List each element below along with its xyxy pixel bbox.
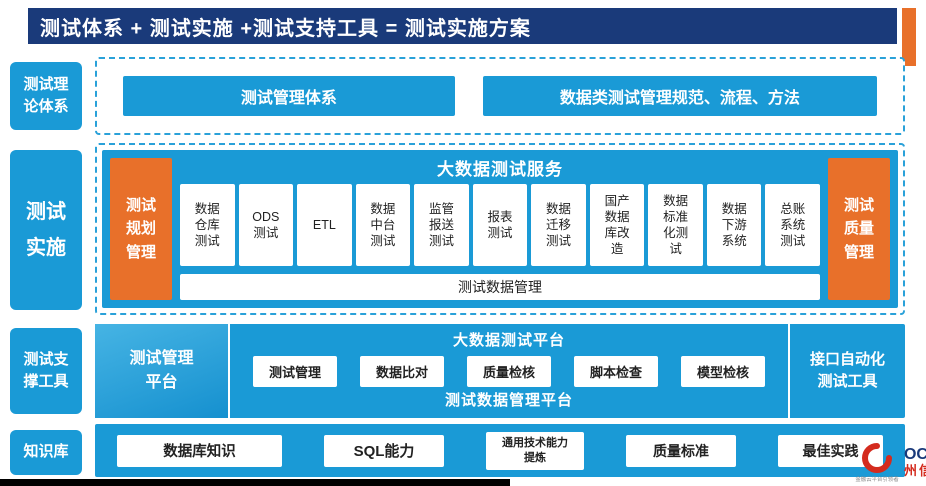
service-box: 数据中台测试: [355, 184, 411, 266]
bigdata-test-services: 大数据测试服务 数据仓库测试 ODS测试 ETL 数据中台测试 监管报送测试 报…: [180, 158, 821, 300]
test-data-management-bar: 测试数据管理: [180, 274, 820, 300]
platform-tool-box: 质量检核: [466, 355, 551, 387]
service-box: 监管报送测试: [414, 184, 469, 266]
logo-en-text: OCI: [903, 445, 926, 463]
service-box-row: 数据仓库测试 ODS测试 ETL 数据中台测试 监管报送测试 报表测试 数据迁移…: [180, 184, 821, 266]
quality-management-box: 测试质量管理: [828, 158, 890, 300]
sidebar-label-tools-text: 测试支撑工具: [23, 350, 69, 391]
service-box: 报表测试: [472, 184, 528, 266]
sidebar-label-implementation: 测试实施: [10, 150, 82, 310]
planning-management-box: 测试规划管理: [110, 158, 172, 300]
knowledge-box: 质量标准: [626, 434, 736, 467]
test-data-management-platform-bar: 测试数据管理平台: [444, 392, 573, 409]
sidebar-label-theory-text: 测试理论体系: [23, 75, 69, 116]
service-box: 数据标准化测试: [648, 184, 703, 266]
knowledge-section: 数据库知识 SQL能力 通用技术能力提炼 质量标准 最佳实践: [95, 424, 905, 477]
platform-tool-box: 模型检核: [680, 355, 765, 387]
logo-text-column: OCI 州信: [904, 446, 926, 483]
service-box: 数据迁移测试: [531, 184, 586, 266]
service-box: 数据下游系统: [706, 184, 762, 266]
knowledge-box: 通用技术能力提炼: [486, 431, 584, 470]
logo-tagline: 金融云平台引领者: [855, 477, 899, 483]
logo-swirl-icon: [862, 443, 892, 473]
platform-tool-box: 脚本检查: [573, 355, 658, 387]
api-automation-tools-text: 接口自动化测试工具: [809, 350, 885, 391]
decor-bottom-bar: [0, 479, 510, 486]
theory-box-management-system: 测试管理体系: [123, 76, 455, 116]
implementation-panel: 测试规划管理 大数据测试服务 数据仓库测试 ODS测试 ETL 数据中台测试 监…: [102, 150, 898, 308]
bigdata-test-platform: 大数据测试平台 测试管理 数据比对 质量检核 脚本检查 模型检核 测试数据管理平…: [230, 324, 790, 418]
page-title: 测试体系 + 测试实施 +测试支持工具 = 测试实施方案: [40, 17, 531, 40]
logo-cn-text: 州信: [903, 463, 926, 479]
service-box: ODS测试: [238, 184, 294, 266]
test-management-platform-box: 测试管理平台: [95, 324, 230, 418]
sidebar-label-tools: 测试支撑工具: [10, 328, 82, 414]
knowledge-box: 数据库知识: [117, 434, 282, 467]
sidebar-label-theory: 测试理论体系: [10, 62, 82, 130]
theory-section: 测试管理体系 数据类测试管理规范、流程、方法: [95, 57, 905, 135]
tools-section: 测试管理平台 大数据测试平台 测试管理 数据比对 质量检核 脚本检查 模型检核 …: [95, 324, 905, 418]
platform-tool-box: 数据比对: [359, 355, 444, 387]
service-box: ETL: [297, 184, 352, 266]
service-box: 国产数据库改造: [589, 184, 645, 266]
platform-tools-row: 测试管理 数据比对 质量检核 脚本检查 模型检核: [240, 352, 778, 390]
test-management-platform-text: 测试管理平台: [129, 350, 194, 391]
api-automation-tools-box: 接口自动化测试工具: [790, 324, 905, 418]
platform-tool-box: 测试管理: [252, 355, 337, 387]
logo-mark-column: 金融云平台引领者: [853, 442, 901, 483]
sidebar-label-knowledge: 知识库: [10, 430, 82, 475]
company-logo: 金融云平台引领者 OCI 州信: [853, 442, 926, 483]
service-box: 总账系统测试: [765, 184, 821, 266]
bigdata-test-platform-title: 大数据测试平台: [452, 332, 565, 349]
title-bar: 测试体系 + 测试实施 +测试支持工具 = 测试实施方案: [28, 8, 897, 44]
sidebar-label-knowledge-text: 知识库: [23, 443, 69, 461]
knowledge-box: SQL能力: [324, 434, 444, 467]
implementation-section: 测试规划管理 大数据测试服务 数据仓库测试 ODS测试 ETL 数据中台测试 监…: [95, 143, 905, 315]
decor-orange-stripe: [902, 8, 916, 66]
theory-box-data-standards: 数据类测试管理规范、流程、方法: [482, 76, 877, 116]
service-box: 数据仓库测试: [180, 184, 235, 266]
sidebar-label-implementation-text: 测试实施: [26, 201, 66, 259]
bigdata-test-services-title: 大数据测试服务: [437, 160, 563, 179]
